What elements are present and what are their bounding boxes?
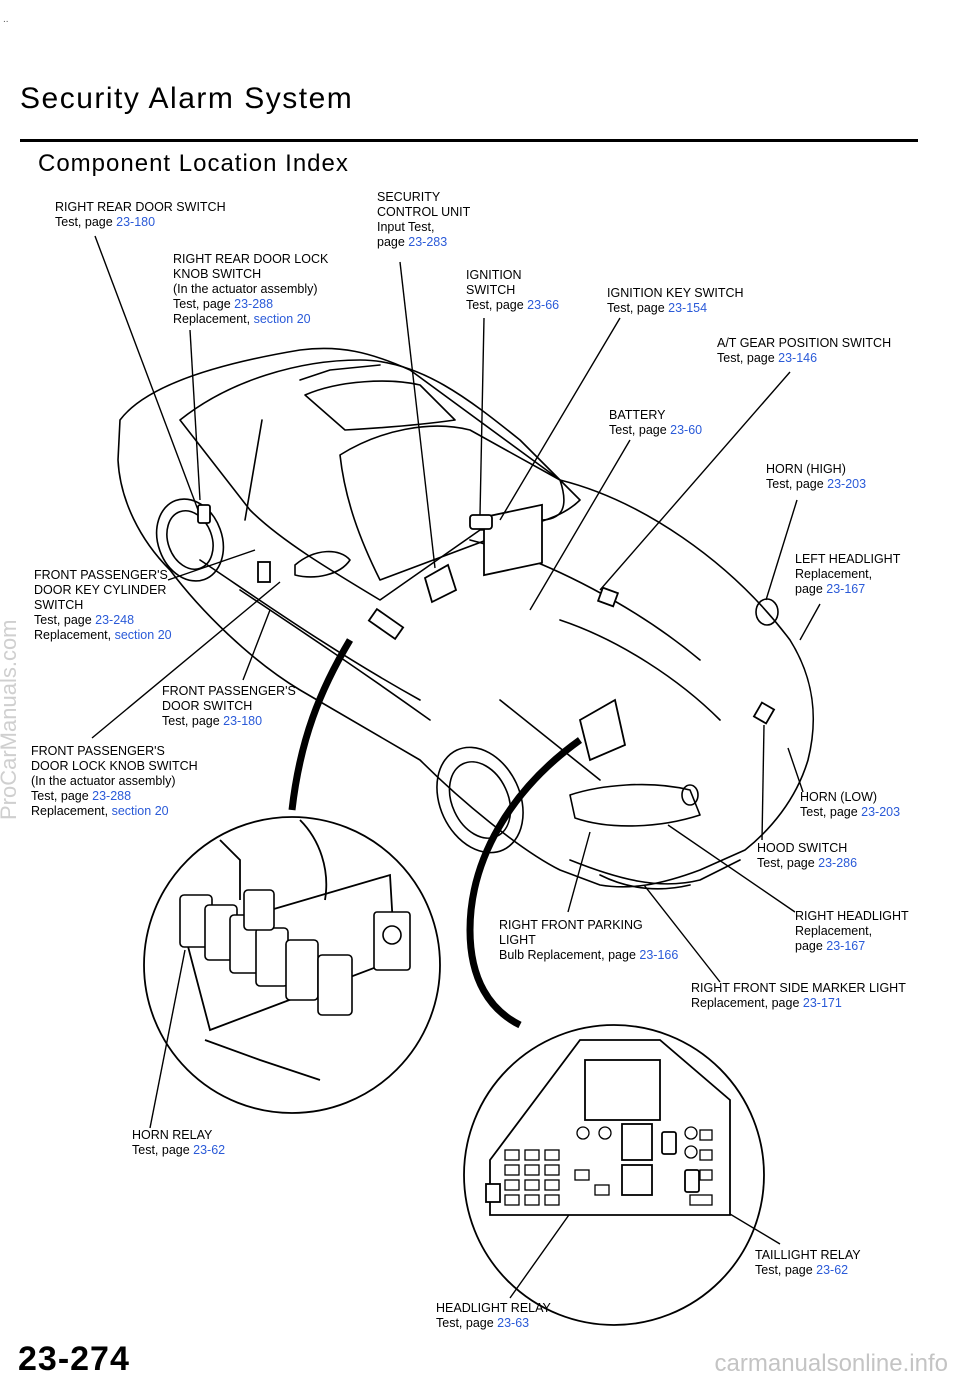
label-right-rear-lock-knob: RIGHT REAR DOOR LOCK KNOB SWITCH (In the… <box>173 252 329 326</box>
page-link[interactable]: 23-146 <box>778 351 818 365</box>
page-link[interactable]: 23-288 <box>92 789 132 803</box>
label-right-front-parking-light: RIGHT FRONT PARKING LIGHT Bulb Replaceme… <box>499 918 679 962</box>
label-right-rear-door-switch: RIGHT REAR DOOR SWITCH Test, page 23-180 <box>55 200 226 229</box>
label-horn-low: HORN (LOW) Test, page 23-203 <box>800 790 901 819</box>
car-roof <box>179 359 581 601</box>
horn-relay-inset <box>143 816 441 1114</box>
page-link[interactable]: 23-203 <box>861 805 901 819</box>
page-link[interactable]: 23-62 <box>816 1263 849 1277</box>
page-link[interactable]: 23-166 <box>639 948 679 962</box>
title-rule <box>20 139 918 142</box>
label-right-headlight: RIGHT HEADLIGHT Replacement, page 23-167 <box>795 909 909 953</box>
page-link[interactable]: 23-171 <box>802 996 842 1010</box>
front-wheel <box>436 746 524 854</box>
page-link[interactable]: 23-283 <box>408 235 448 249</box>
page-link[interactable]: 23-66 <box>527 298 560 312</box>
label-at-gear-position-switch: A/T GEAR POSITION SWITCH Test, page 23-1… <box>717 336 892 365</box>
label-battery: BATTERY Test, page 23-60 <box>609 408 703 437</box>
label-hood-switch: HOOD SWITCH Test, page 23-286 <box>757 841 858 870</box>
page-number: 23-274 <box>18 1340 130 1378</box>
ignition-switch-part <box>469 514 493 530</box>
fuse-box-inset <box>463 1024 765 1326</box>
rear-wheel <box>155 498 225 582</box>
page-link[interactable]: 23-203 <box>827 477 867 491</box>
page-link[interactable]: 23-248 <box>95 613 135 627</box>
hood-component <box>578 698 627 762</box>
label-front-passenger-lock-knob: FRONT PASSENGER'S DOOR LOCK KNOB SWITCH … <box>31 744 198 818</box>
section-link[interactable]: section 20 <box>111 804 169 818</box>
label-taillight-relay: TAILLIGHT RELAY Test, page 23-62 <box>755 1248 861 1277</box>
page-link[interactable]: 23-60 <box>670 423 703 437</box>
fp-key-part <box>257 561 271 583</box>
label-ignition-key-switch: IGNITION KEY SWITCH Test, page 23-154 <box>607 286 744 315</box>
page-title: Security Alarm System <box>20 82 354 115</box>
battery-box <box>483 503 543 577</box>
page-link[interactable]: 23-286 <box>818 856 858 870</box>
label-headlight-relay: HEADLIGHT RELAY Test, page 23-63 <box>436 1301 551 1330</box>
page-link[interactable]: 23-180 <box>223 714 263 728</box>
label-horn-high: HORN (HIGH) Test, page 23-203 <box>766 462 867 491</box>
horn-high-part <box>596 586 620 608</box>
label-ignition-switch: IGNITION SWITCH Test, page 23-66 <box>466 268 560 312</box>
label-horn-relay: HORN RELAY Test, page 23-62 <box>132 1128 226 1157</box>
car-body-outline <box>117 347 815 888</box>
label-left-headlight: LEFT HEADLIGHT Replacement, page 23-167 <box>795 552 901 596</box>
section-link[interactable]: section 20 <box>253 312 311 326</box>
connector-to-relay-inset <box>288 638 354 811</box>
page-link[interactable]: 23-62 <box>193 1143 226 1157</box>
mirror-part <box>367 607 405 641</box>
page-link[interactable]: 23-154 <box>668 301 708 315</box>
label-front-passenger-door-switch: FRONT PASSENGER'S DOOR SWITCH Test, page… <box>162 684 296 728</box>
connector-to-fusebox-inset <box>466 737 583 1029</box>
car-windshield <box>339 425 565 581</box>
rr-door-part <box>197 504 211 524</box>
side-watermark: ProCarManuals.com <box>0 619 21 820</box>
car-sunroof <box>304 380 456 431</box>
security-unit-box <box>423 563 458 604</box>
door-mirror <box>294 550 351 578</box>
page-link[interactable]: 23-63 <box>497 1316 530 1330</box>
edge-mark: .. <box>3 14 9 25</box>
page-subtitle: Component Location Index <box>38 150 349 177</box>
front-bumper <box>569 859 741 885</box>
label-right-front-side-marker: RIGHT FRONT SIDE MARKER LIGHT Replacemen… <box>691 981 906 1010</box>
right-headlight-shape <box>569 783 701 827</box>
page-link[interactable]: 23-167 <box>826 582 866 596</box>
watermark: carmanualsonline.info <box>714 1350 948 1377</box>
page-link[interactable]: 23-180 <box>116 215 156 229</box>
label-security-control-unit: SECURITY CONTROL UNIT Input Test, page 2… <box>377 190 471 249</box>
page-link[interactable]: 23-288 <box>234 297 274 311</box>
label-front-passenger-key-cylinder: FRONT PASSENGER'S DOOR KEY CYLINDER SWIT… <box>34 568 172 642</box>
section-link[interactable]: section 20 <box>114 628 172 642</box>
horn-low-part <box>752 701 776 725</box>
page-link[interactable]: 23-167 <box>826 939 866 953</box>
